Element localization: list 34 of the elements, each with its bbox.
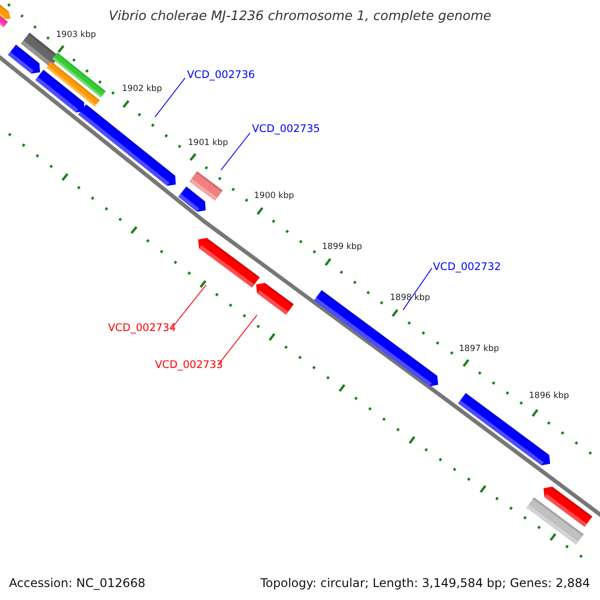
gene-bar <box>314 290 438 386</box>
footer-text: Accession: NC_012668 <box>9 576 146 590</box>
gene-label: VCD_002734 <box>108 322 176 334</box>
gene-bar <box>544 486 592 527</box>
gene-bar <box>458 393 550 466</box>
title: Vibrio cholerae MJ-1236 chromosome 1, complete genome <box>108 9 492 24</box>
gene-bar <box>0 14 8 28</box>
gene-bar <box>35 70 85 112</box>
scale-label: 1902 kbp <box>122 84 162 94</box>
scale-label: 1901 kbp <box>188 138 228 148</box>
scale-label: 1897 kbp <box>459 344 500 354</box>
gene-bar <box>78 104 176 186</box>
leader-line <box>154 78 186 118</box>
scale-label: 1900 kbp <box>254 191 294 201</box>
gene-bar <box>46 62 100 106</box>
footer-text: Topology: circular; Length: 3,149,584 bp; Genes: 2,884 <box>260 576 590 590</box>
gene-label: VCD_002736 <box>187 69 255 81</box>
leader-line <box>170 284 206 330</box>
gene-label: VCD_002735 <box>252 123 320 135</box>
gene-bar <box>526 497 584 545</box>
gene-bar <box>189 171 223 201</box>
gene-bar <box>256 282 294 315</box>
scale-label: 1898 kbp <box>390 293 430 303</box>
leader-line <box>220 132 250 170</box>
scale-label: 1896 kbp <box>529 391 570 401</box>
leader-line <box>402 268 432 310</box>
gene-bar <box>178 186 206 212</box>
gene-label: VCD_002732 <box>433 261 501 273</box>
gene-bar <box>8 44 40 74</box>
scale-label: 1899 kbp <box>322 242 362 252</box>
scale-label: 1903 kbp <box>56 30 96 40</box>
gene-bar <box>198 238 260 288</box>
gene-bar <box>52 52 106 98</box>
gene-label: VCD_002733 <box>155 359 223 371</box>
